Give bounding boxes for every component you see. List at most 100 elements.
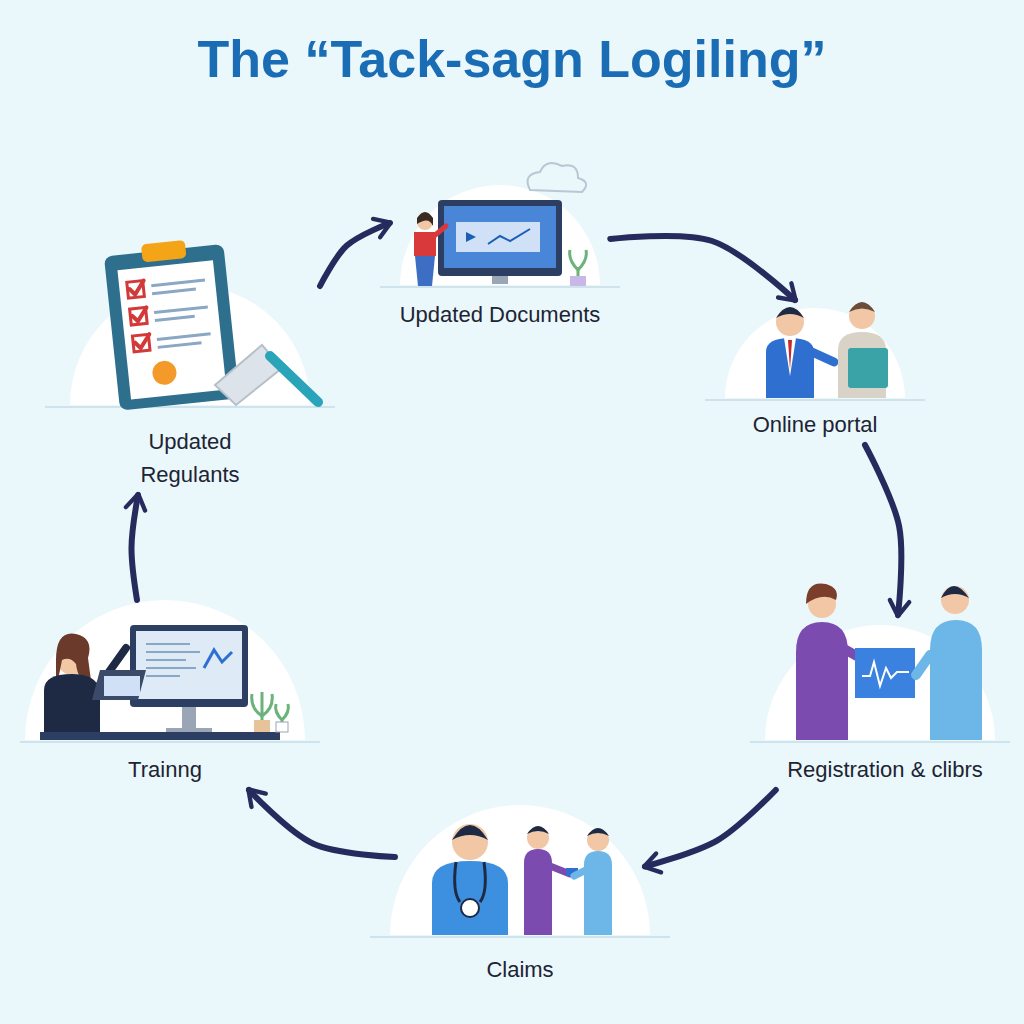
process-node: Online portal [715, 300, 915, 445]
node-label: Online portal [753, 408, 878, 441]
null [127, 281, 145, 299]
people-icon [574, 870, 586, 876]
monitor-icon [488, 229, 530, 244]
desk-icon [136, 631, 242, 699]
desk-icon [276, 722, 288, 732]
ground-dome [390, 805, 650, 935]
null [151, 280, 211, 347]
node-label: Updated Regulants [125, 425, 255, 491]
null [146, 643, 190, 645]
ground-dome [400, 185, 600, 285]
desk-icon [44, 674, 100, 740]
people-icon [455, 862, 486, 902]
node-label: Trainng [128, 753, 202, 786]
desk-icon [104, 676, 140, 696]
people-icon [524, 849, 552, 935]
people-icon [776, 307, 804, 318]
people-icon [452, 824, 488, 860]
people-icon [812, 352, 834, 362]
people-icon [432, 824, 612, 935]
ground-line [380, 286, 620, 288]
null [158, 343, 202, 348]
people-icon [849, 302, 875, 312]
desk-icon [276, 704, 289, 732]
null [129, 280, 151, 348]
people-icon [788, 340, 792, 370]
desk-icon [254, 720, 270, 732]
cycle-arrow [249, 790, 395, 857]
monitor-icon [414, 163, 586, 286]
null [154, 307, 208, 313]
process-node: Updated Documents [390, 175, 611, 335]
desk-icon [182, 707, 196, 731]
ground-dome [725, 308, 905, 398]
people-icon [855, 648, 915, 698]
cycle-arrow [610, 236, 795, 300]
desk-icon [252, 692, 273, 716]
people-icon [766, 302, 888, 398]
ground-line [20, 741, 320, 743]
cycle-arrow [865, 445, 901, 615]
desk-icon [40, 732, 280, 740]
null [134, 334, 150, 348]
process-node: Claims [395, 800, 645, 990]
people-icon [527, 827, 549, 849]
clipboard-icon [141, 240, 187, 263]
ground-line [370, 936, 670, 938]
people-icon [930, 620, 982, 740]
monitor-icon [417, 212, 433, 226]
people-icon [784, 338, 796, 376]
people-icon [916, 655, 930, 675]
monitor-icon [570, 276, 586, 286]
people-icon [587, 829, 609, 851]
monitor-icon [444, 206, 556, 268]
null [132, 334, 150, 352]
null [129, 280, 145, 294]
null [146, 675, 180, 677]
people-icon [587, 828, 609, 836]
process-node: Updated Regulants [60, 275, 320, 495]
null [130, 307, 148, 325]
monitor-icon [528, 163, 587, 192]
gavel-icon [270, 356, 318, 402]
node-label: Updated Documents [400, 298, 601, 331]
ground-dome [25, 185, 995, 935]
node-label: Registration & clibrs [787, 753, 983, 786]
monitor-icon [492, 276, 508, 284]
people-icon [766, 338, 814, 398]
people-icon [584, 851, 612, 935]
cycle-arrow [131, 495, 138, 600]
ground-line [705, 399, 925, 401]
people-icon [848, 348, 888, 388]
null [155, 316, 195, 320]
process-node: Registration & clibrs [755, 615, 1015, 790]
title: The “Tack-sagn Logiling” [0, 28, 1024, 90]
gavel-icon [215, 345, 318, 405]
people-icon [862, 662, 909, 686]
people-icon [452, 825, 488, 840]
process-node: Trainng [25, 600, 305, 790]
null [127, 281, 150, 352]
desk-icon [92, 670, 146, 700]
cycle-arrow [645, 790, 776, 867]
people-icon [432, 861, 508, 935]
people-icon [796, 583, 982, 740]
people-icon [941, 586, 969, 614]
monitor-icon [434, 226, 446, 236]
people-icon [806, 583, 837, 604]
null [146, 659, 186, 661]
ground-dome [25, 600, 305, 740]
null [146, 644, 200, 676]
null [152, 289, 196, 294]
null [151, 280, 205, 286]
monitor-icon [570, 250, 587, 270]
null [157, 334, 211, 340]
desk-icon [130, 625, 248, 707]
monitor-icon [415, 256, 435, 286]
people-icon [527, 826, 549, 834]
node-label: Claims [486, 953, 553, 986]
people-icon [849, 303, 875, 329]
null [132, 307, 148, 321]
